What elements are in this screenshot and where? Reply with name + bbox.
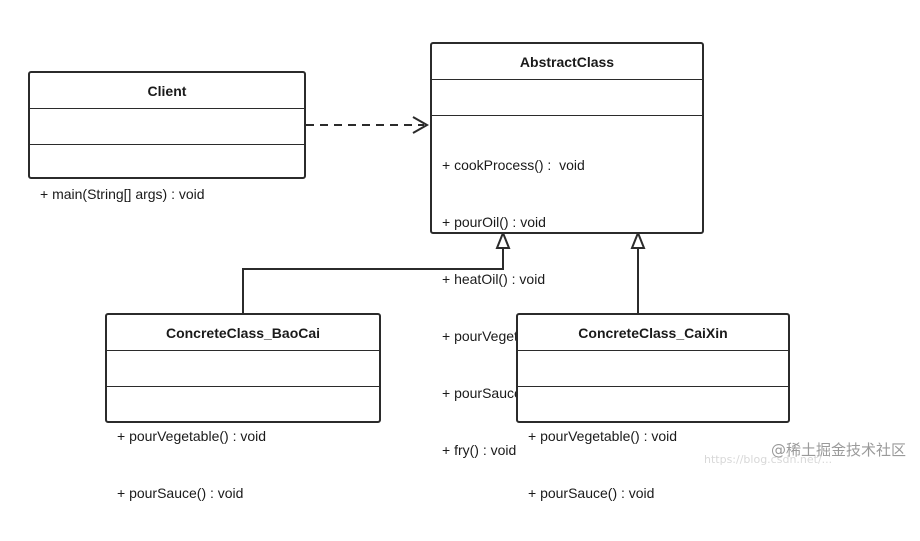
watermark: @稀土掘金技术社区 [770,441,906,459]
class-name: ConcreteClass_CaiXin [518,315,788,351]
watermark-url: https://blog.csdn.net/... [704,453,833,466]
operations-compartment: + pourVegetable() : void + pourSauce() :… [107,387,379,541]
operation: + main(String[] args) : void [40,186,205,202]
operation: + pourVegetable() : void [528,428,678,444]
operation: + pourSauce() : void [528,485,655,501]
attributes-compartment [30,109,304,145]
class-concreteclass-caixin[interactable]: ConcreteClass_CaiXin + pourVegetable() :… [516,313,790,501]
class-name: Client [30,73,304,109]
generalization-arrowhead-baocai [495,230,511,249]
operations-compartment: + main(String[] args) : void [30,145,304,242]
class-client[interactable]: Client + main(String[] args) : void [28,71,306,202]
attributes-compartment [518,351,788,387]
class-name: ConcreteClass_BaoCai [107,315,379,351]
uml-diagram-canvas: Client + main(String[] args) : void Abst… [28,42,906,501]
attributes-compartment [107,351,379,387]
generalization-arrowhead-caixin [630,230,646,249]
operation: + pourSauce() : void [117,485,244,501]
operation: + heatOil() : void [442,271,546,287]
attributes-compartment [432,80,702,116]
operation: + fry() : void [442,442,517,458]
generalization-line-baocai [242,248,504,313]
operation: + pourVegetable() : void [117,428,267,444]
class-name: AbstractClass [432,44,702,80]
dependency-open-arrowhead [412,116,430,134]
operation: + cookProcess() : void [442,157,585,173]
class-abstractclass[interactable]: AbstractClass + cookProcess() : void + p… [430,42,704,458]
relations-layer [242,116,646,313]
operation: + pourOil() : void [442,214,546,230]
class-concreteclass-baocai[interactable]: ConcreteClass_BaoCai + pourVegetable() :… [105,313,381,501]
